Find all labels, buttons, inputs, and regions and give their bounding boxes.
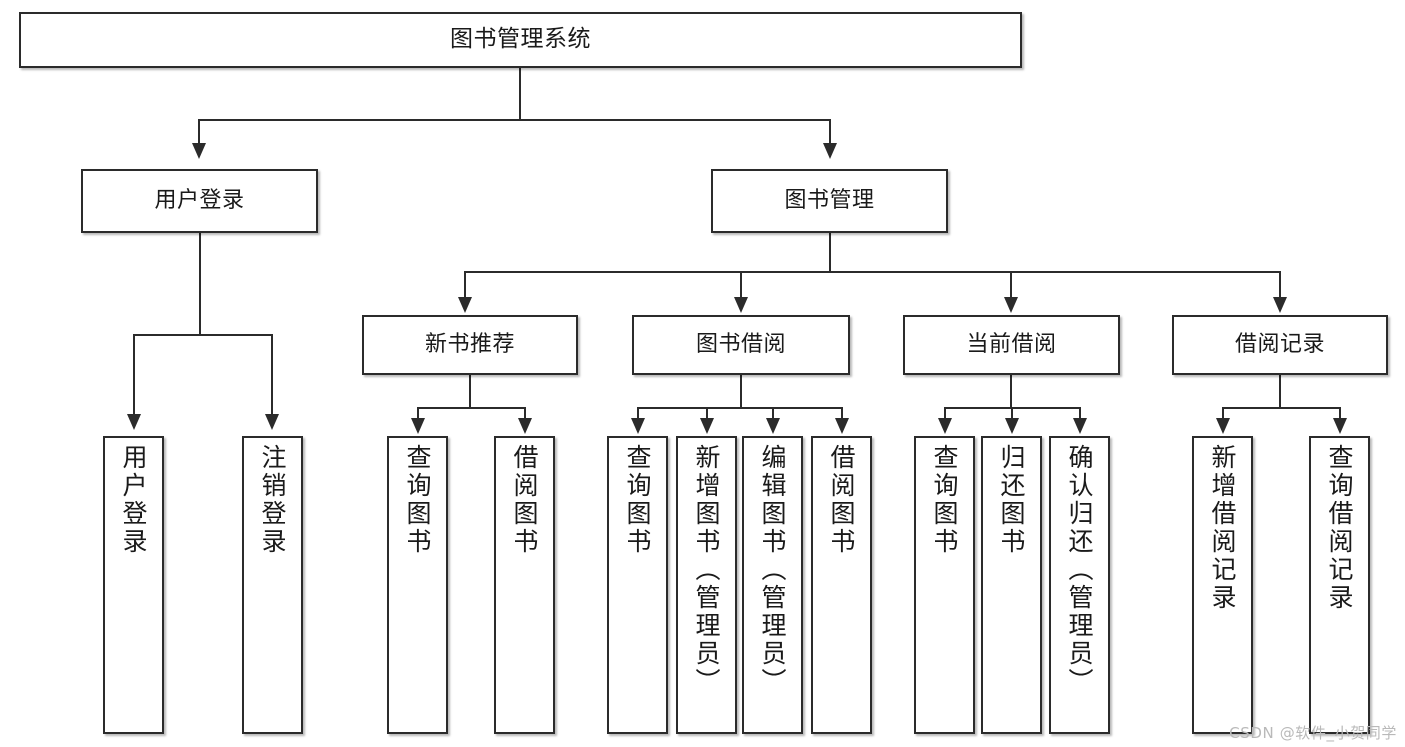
watermark-text: CSDN @软件_小贺同学 xyxy=(1229,724,1397,742)
arrow-to-leaf-borrow-book-2 xyxy=(835,418,849,434)
node-leaf-borrow-book-2[interactable]: 借阅图书 xyxy=(811,436,872,734)
connector-user-login-leaf2 xyxy=(271,334,273,416)
node-leaf-query-book-3-label: 查询图书 xyxy=(930,444,959,556)
connector-user-login-stem xyxy=(199,233,201,335)
connector-current-borrow-stem xyxy=(1010,375,1012,408)
node-leaf-add-record[interactable]: 新增借阅记录 xyxy=(1192,436,1253,734)
node-borrow-record-label: 借阅记录 xyxy=(1234,331,1325,357)
connector-current-borrow-leaf1 xyxy=(944,407,946,420)
arrow-to-leaf-user-logout xyxy=(265,414,279,430)
arrow-to-book-borrow xyxy=(734,297,748,313)
arrow-to-leaf-confirm-return xyxy=(1073,418,1087,434)
node-leaf-add-book[interactable]: 新增图书（管理员） xyxy=(676,436,737,734)
node-leaf-query-book-1-label: 查询图书 xyxy=(403,444,432,556)
connector-book-borrow-stem xyxy=(740,375,742,408)
connector-root-bus xyxy=(198,119,830,121)
node-new-book-rec[interactable]: 新书推荐 xyxy=(362,315,578,375)
connector-root-to-user-login xyxy=(198,119,200,145)
connector-borrow-record-bus xyxy=(1222,407,1340,409)
node-leaf-borrow-book-1[interactable]: 借阅图书 xyxy=(494,436,555,734)
node-new-book-rec-label: 新书推荐 xyxy=(424,331,515,357)
node-leaf-query-book-3[interactable]: 查询图书 xyxy=(914,436,975,734)
node-leaf-return-book-label: 归还图书 xyxy=(997,444,1026,556)
node-leaf-return-book[interactable]: 归还图书 xyxy=(981,436,1042,734)
node-book-borrow[interactable]: 图书借阅 xyxy=(632,315,850,375)
node-user-login[interactable]: 用户登录 xyxy=(81,169,318,233)
node-leaf-user-login[interactable]: 用户登录 xyxy=(103,436,164,734)
arrow-to-leaf-query-book-2 xyxy=(631,418,645,434)
connector-borrow-record-leaf1 xyxy=(1222,407,1224,420)
connector-book-borrow-leaf3 xyxy=(772,407,774,420)
connector-user-login-leaf1 xyxy=(133,334,135,416)
node-leaf-edit-book[interactable]: 编辑图书（管理员） xyxy=(742,436,803,734)
node-leaf-borrow-book-2-label: 借阅图书 xyxy=(827,444,856,556)
arrow-to-current-borrow xyxy=(1004,297,1018,313)
node-leaf-confirm-return-label: 确认归还（管理员） xyxy=(1065,444,1094,696)
connector-to-borrow-record xyxy=(1279,271,1281,299)
arrow-to-leaf-edit-book xyxy=(766,418,780,434)
arrow-to-user-login xyxy=(192,143,206,159)
node-book-manage[interactable]: 图书管理 xyxy=(711,169,948,233)
node-leaf-edit-book-label: 编辑图书（管理员） xyxy=(758,444,787,696)
node-leaf-confirm-return[interactable]: 确认归还（管理员） xyxy=(1049,436,1110,734)
arrow-to-leaf-user-login xyxy=(127,414,141,430)
connector-to-current-borrow xyxy=(1010,271,1012,299)
arrow-to-leaf-add-record xyxy=(1216,418,1230,434)
node-leaf-user-logout-label: 注销登录 xyxy=(258,444,287,556)
node-leaf-borrow-book-1-label: 借阅图书 xyxy=(510,444,539,556)
connector-user-login-bus xyxy=(133,334,272,336)
node-root[interactable]: 图书管理系统 xyxy=(19,12,1022,68)
node-leaf-query-book-2-label: 查询图书 xyxy=(623,444,652,556)
arrow-to-leaf-return-book xyxy=(1005,418,1019,434)
node-leaf-query-record-label: 查询借阅记录 xyxy=(1325,444,1354,612)
connector-book-manage-bus xyxy=(464,271,1280,273)
node-leaf-query-book-2[interactable]: 查询图书 xyxy=(607,436,668,734)
connector-book-borrow-bus xyxy=(637,407,842,409)
node-book-borrow-label: 图书借阅 xyxy=(695,331,786,357)
node-leaf-user-logout[interactable]: 注销登录 xyxy=(242,436,303,734)
arrow-to-leaf-borrow-book-1 xyxy=(518,418,532,434)
connector-new-book-rec-leaf1 xyxy=(417,407,419,420)
arrow-to-book-manage xyxy=(823,143,837,159)
node-book-manage-label: 图书管理 xyxy=(784,187,875,213)
connector-current-borrow-leaf2 xyxy=(1011,407,1013,420)
arrow-to-leaf-query-book-3 xyxy=(938,418,952,434)
connector-borrow-record-stem xyxy=(1279,375,1281,408)
connector-book-manage-stem xyxy=(829,233,831,272)
connector-root-stem xyxy=(519,68,521,120)
node-current-borrow-label: 当前借阅 xyxy=(966,331,1057,357)
connector-book-borrow-leaf2 xyxy=(706,407,708,420)
node-borrow-record[interactable]: 借阅记录 xyxy=(1172,315,1388,375)
arrow-to-borrow-record xyxy=(1273,297,1287,313)
connector-to-book-borrow xyxy=(740,271,742,299)
arrow-to-leaf-query-record xyxy=(1333,418,1347,434)
connector-new-book-rec-stem xyxy=(469,375,471,408)
connector-book-borrow-leaf1 xyxy=(637,407,639,420)
node-current-borrow[interactable]: 当前借阅 xyxy=(903,315,1120,375)
connector-current-borrow-leaf3 xyxy=(1079,407,1081,420)
node-leaf-query-book-1[interactable]: 查询图书 xyxy=(387,436,448,734)
node-leaf-add-record-label: 新增借阅记录 xyxy=(1208,444,1237,612)
arrow-to-leaf-add-book xyxy=(700,418,714,434)
connector-root-to-book-manage xyxy=(829,119,831,145)
connector-new-book-rec-bus xyxy=(417,407,526,409)
node-root-label: 图书管理系统 xyxy=(450,26,591,53)
node-leaf-add-book-label: 新增图书（管理员） xyxy=(692,444,721,696)
connector-to-new-book-rec xyxy=(464,271,466,299)
node-leaf-user-login-label: 用户登录 xyxy=(119,444,148,556)
node-leaf-query-record[interactable]: 查询借阅记录 xyxy=(1309,436,1370,734)
connector-new-book-rec-leaf2 xyxy=(524,407,526,420)
connector-book-borrow-leaf4 xyxy=(841,407,843,420)
arrow-to-new-book-rec xyxy=(458,297,472,313)
arrow-to-leaf-query-book-1 xyxy=(411,418,425,434)
node-user-login-label: 用户登录 xyxy=(154,187,245,213)
connector-borrow-record-leaf2 xyxy=(1339,407,1341,420)
